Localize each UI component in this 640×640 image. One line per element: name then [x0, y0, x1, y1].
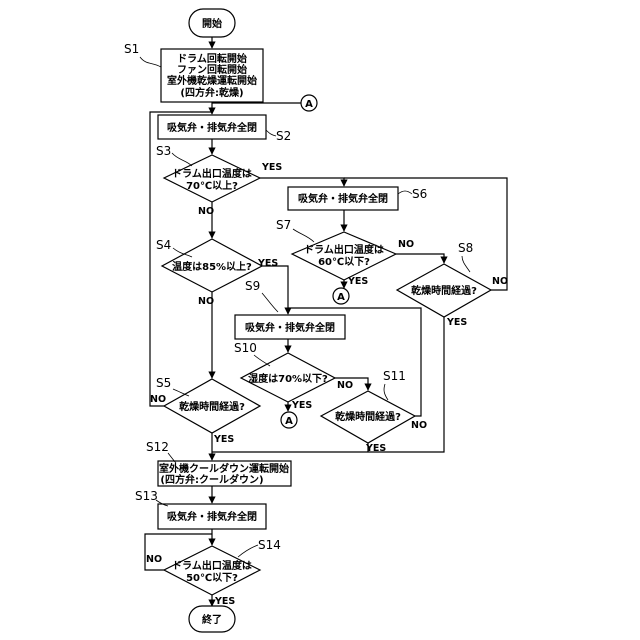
start-label: 開始 — [202, 17, 222, 30]
s2-step-label: S2 — [276, 129, 291, 143]
step-s10: 湿度は70%以下? S10 NO YES — [234, 341, 353, 411]
s8-step-label: S8 — [458, 241, 473, 255]
s7-line-1: ドラム出口温度は — [304, 243, 384, 256]
s4-step-label: S4 — [156, 238, 171, 252]
s10-text: 湿度は70%以下? — [248, 372, 328, 385]
s3-line-1: ドラム出口温度は — [172, 167, 252, 180]
s5-yes-label: YES — [213, 434, 234, 445]
connector-a-s10-label: A — [285, 416, 293, 427]
s8-text: 乾燥時間経過? — [411, 284, 477, 297]
step-s4: 温度は85%以上? S4 YES NO — [156, 238, 278, 307]
step-s12: 室外機クールダウン運転開始 (四方弁:クールダウン) S12 — [146, 440, 291, 486]
step-s9: 吸気弁・排気弁全閉 S9 — [235, 279, 345, 339]
s7-line-2: 60℃以下? — [318, 256, 370, 268]
s2-text: 吸気弁・排気弁全閉 — [167, 121, 257, 134]
s3-no-label: NO — [198, 206, 214, 217]
s3-yes-label: YES — [261, 162, 282, 173]
s11-yes-label: YES — [365, 443, 386, 454]
s14-yes-label: YES — [214, 596, 235, 607]
s14-step-label: S14 — [258, 538, 281, 552]
s1-line-4: (四方弁:乾燥) — [180, 86, 243, 99]
s11-no-label: NO — [411, 420, 427, 431]
s12-line-1: 室外機クールダウン運転開始 — [159, 462, 289, 475]
s4-no-label: NO — [198, 296, 214, 307]
s10-yes-label: YES — [291, 400, 312, 411]
s5-no-label: NO — [150, 394, 166, 405]
s1-line-1: ドラム回転開始 — [177, 52, 247, 65]
s6-text: 吸気弁・排気弁全閉 — [298, 192, 388, 205]
s13-text: 吸気弁・排気弁全閉 — [167, 510, 257, 523]
s4-yes-label: YES — [257, 258, 278, 269]
s6-step-label: S6 — [412, 187, 427, 201]
s7-no-label: NO — [398, 239, 414, 250]
s9-text: 吸気弁・排気弁全閉 — [245, 321, 335, 334]
connector-a-s10: A — [281, 412, 297, 428]
end-terminal: 終了 — [189, 606, 235, 632]
s5-step-label: S5 — [156, 376, 171, 390]
connector-a-s7-label: A — [337, 292, 345, 303]
s14-line-1: ドラム出口温度は — [172, 559, 252, 572]
step-s6: 吸気弁・排気弁全閉 S6 — [288, 187, 427, 210]
s7-step-label: S7 — [276, 218, 291, 232]
s14-no-label: NO — [146, 554, 162, 565]
s12-step-label: S12 — [146, 440, 169, 454]
s4-text: 温度は85%以上? — [172, 260, 252, 273]
end-label: 終了 — [202, 613, 222, 626]
connector-a-top: A — [301, 95, 317, 111]
step-s5: 乾燥時間経過? S5 NO YES — [150, 376, 260, 445]
step-s3: ドラム出口温度は 70℃以上? S3 YES NO — [156, 144, 282, 217]
step-s7: ドラム出口温度は 60℃以下? S7 NO YES — [276, 218, 414, 287]
s14-line-2: 50℃以下? — [186, 572, 238, 584]
s11-step-label: S11 — [383, 369, 406, 383]
s10-no-label: NO — [337, 380, 353, 391]
s11-text: 乾燥時間経過? — [335, 410, 401, 423]
s13-step-label: S13 — [135, 489, 158, 503]
step-s13: 吸気弁・排気弁全閉 S13 — [135, 489, 266, 529]
connector-a-s7: A — [333, 288, 349, 304]
step-s14: ドラム出口温度は 50℃以下? S14 NO YES — [146, 538, 281, 607]
start-terminal: 開始 — [189, 9, 235, 37]
s1-line-2: ファン回転開始 — [177, 63, 247, 76]
s5-text: 乾燥時間経過? — [179, 400, 245, 413]
step-s2: 吸気弁・排気弁全閉 S2 — [158, 115, 291, 143]
connector-a-top-label: A — [305, 99, 313, 110]
s3-line-2: 70℃以上? — [186, 179, 238, 192]
s3-step-label: S3 — [156, 144, 171, 158]
step-s1: ドラム回転開始 ファン回転開始 室外機乾燥運転開始 (四方弁:乾燥) S1 — [124, 42, 263, 102]
s8-yes-label: YES — [446, 317, 467, 328]
s8-no-label: NO — [492, 276, 508, 287]
s1-line-3: 室外機乾燥運転開始 — [167, 74, 257, 87]
s7-yes-label: YES — [347, 276, 368, 287]
s9-step-label: S9 — [245, 279, 260, 293]
s12-line-2: (四方弁:クールダウン) — [160, 473, 263, 486]
s10-step-label: S10 — [234, 341, 257, 355]
s1-step-label: S1 — [124, 42, 139, 56]
